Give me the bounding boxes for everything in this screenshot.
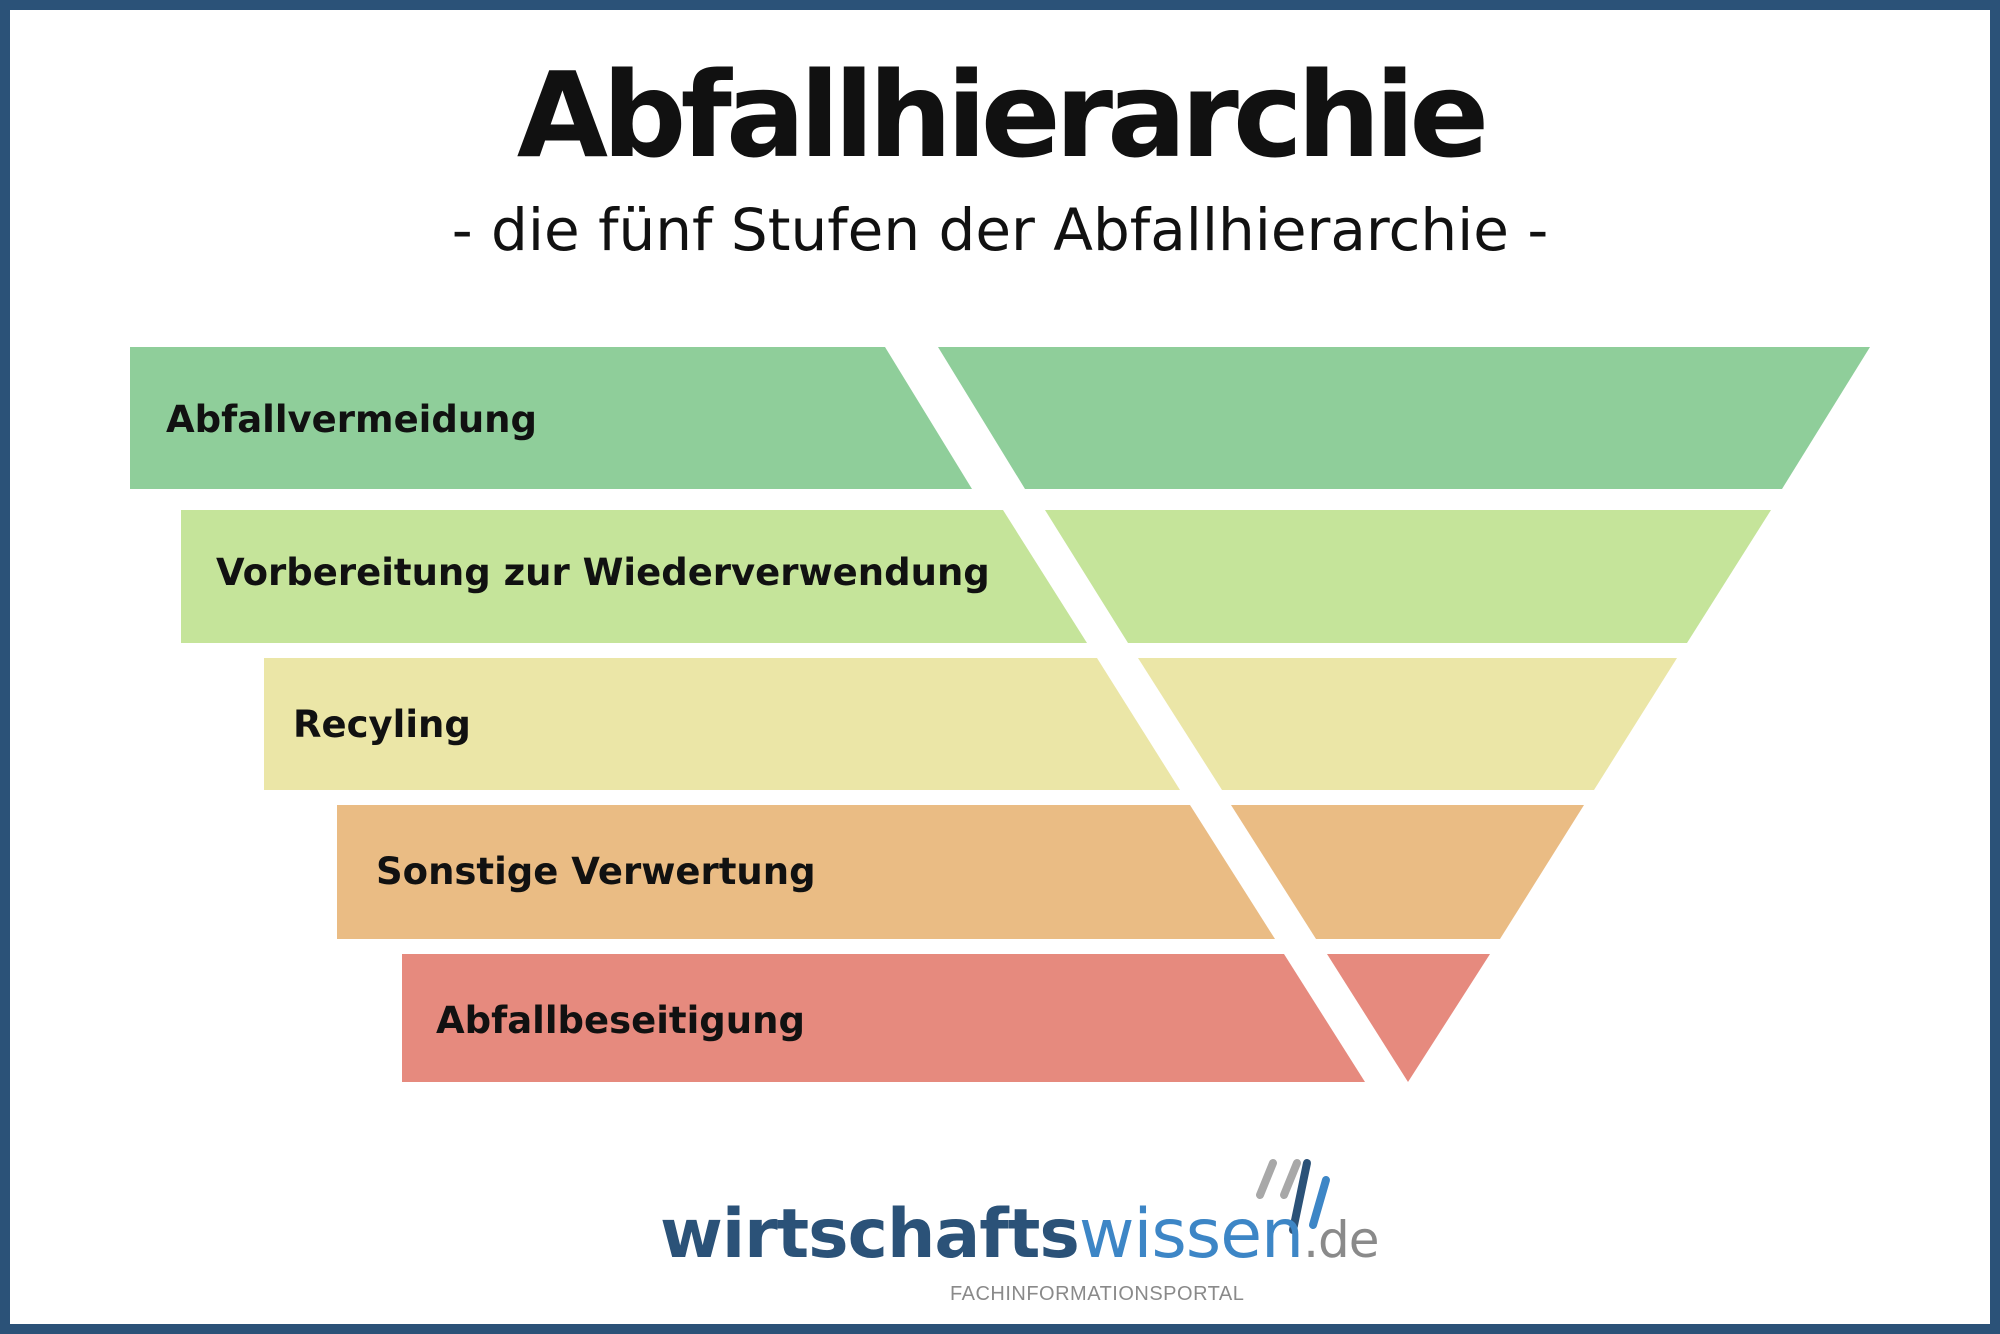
- level-1-right-band: [938, 347, 1870, 489]
- wirtschaftswissen-logo: wirtschaftswissen.de FACHINFORMATIONSPOR…: [660, 1145, 1380, 1315]
- logo-wordmark: wirtschaftswissen.de: [660, 1195, 1380, 1280]
- level-1-left-band: [130, 347, 972, 489]
- logo-bar-gray-1: [1256, 1159, 1277, 1199]
- level-4-right-band: [1231, 805, 1584, 939]
- level-5-left-band: [402, 954, 1365, 1082]
- level-3-left-band: [264, 658, 1180, 790]
- level-5-abfallbeseitigung: Abfallbeseitigung: [402, 954, 1490, 1082]
- logo-name-light: wissen: [1078, 1195, 1304, 1274]
- logo-bar-light: [1309, 1176, 1330, 1229]
- level-3-recyling: Recyling: [264, 658, 1677, 790]
- level-2-left-band: [181, 510, 1087, 643]
- page-title: Abfallhierarchie: [516, 46, 1490, 184]
- page-subtitle: - die fünf Stufen der Abfallhierarchie -: [451, 196, 1549, 264]
- logo-tagline: FACHINFORMATIONSPORTAL: [950, 1283, 1245, 1305]
- level-5-right-band: [1327, 954, 1490, 1082]
- level-3-right-band: [1138, 658, 1677, 790]
- level-4-left-band: [337, 805, 1275, 939]
- level-2-vorbereitung-zur-wiederverwendung: Vorbereitung zur Wiederverwendung: [181, 510, 1771, 643]
- logo-bar-gray-2: [1280, 1159, 1301, 1199]
- level-2-label: Vorbereitung zur Wiederverwendung: [216, 551, 990, 594]
- level-1-abfallvermeidung: Abfallvermeidung: [130, 347, 1870, 489]
- level-4-sonstige-verwertung: Sonstige Verwertung: [337, 805, 1584, 939]
- logo-tld: .de: [1303, 1211, 1379, 1269]
- logo-bar-dark: [1289, 1159, 1311, 1234]
- slanted-bars-icon: [1256, 1159, 1330, 1234]
- level-1-label: Abfallvermeidung: [166, 398, 537, 441]
- level-5-label: Abfallbeseitigung: [436, 999, 805, 1042]
- level-4-label: Sonstige Verwertung: [376, 850, 816, 893]
- level-3-label: Recyling: [293, 703, 471, 746]
- logo-name-bold: wirtschafts: [660, 1195, 1080, 1274]
- level-2-right-band: [1045, 510, 1771, 643]
